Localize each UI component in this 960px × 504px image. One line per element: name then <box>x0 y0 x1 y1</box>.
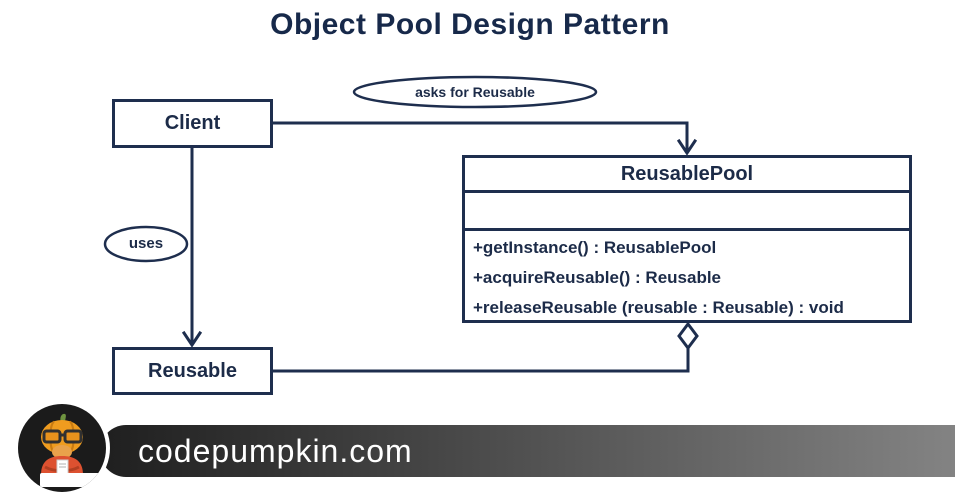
reusable-label: Reusable <box>148 359 237 382</box>
edge-label-uses: uses <box>128 235 164 252</box>
footer-brand-bar: codepumpkin.com <box>100 425 955 477</box>
edge-label-asks-for-reusable: asks for Reusable <box>415 84 535 100</box>
edge-client-to-pool <box>271 121 689 153</box>
arrowhead-reusable-icon <box>181 330 203 348</box>
method-acquire-reusable: +acquireReusable() : Reusable <box>473 268 722 287</box>
uml-class-reusable: Reusable <box>112 347 273 395</box>
edge-reusable-to-pool <box>271 346 690 373</box>
uses-label-ellipse <box>103 225 189 263</box>
arrowhead-pool-icon <box>676 138 698 156</box>
reusable-pool-methods-compartment: +getInstance() : ReusablePool +acquireRe… <box>465 231 909 323</box>
footer-site-text: codepumpkin.com <box>138 432 413 469</box>
uml-class-reusable-pool: ReusablePool +getInstance() : ReusablePo… <box>462 155 912 323</box>
client-label: Client <box>164 112 221 134</box>
pumpkin-mascot-icon <box>18 404 106 492</box>
asks-label-ellipse <box>352 75 598 109</box>
method-get-instance: +getInstance() : ReusablePool <box>473 238 717 257</box>
reusable-pool-name: ReusablePool <box>465 158 909 193</box>
method-release-reusable: +releaseReusable (reusable : Reusable) :… <box>473 298 844 317</box>
page-title: Object Pool Design Pattern <box>270 8 670 41</box>
uml-class-client: Client <box>112 99 273 148</box>
aggregation-diamond-icon <box>677 321 699 351</box>
pumpkin-mascot-art <box>40 413 102 487</box>
reusable-pool-attributes-compartment <box>465 193 909 231</box>
